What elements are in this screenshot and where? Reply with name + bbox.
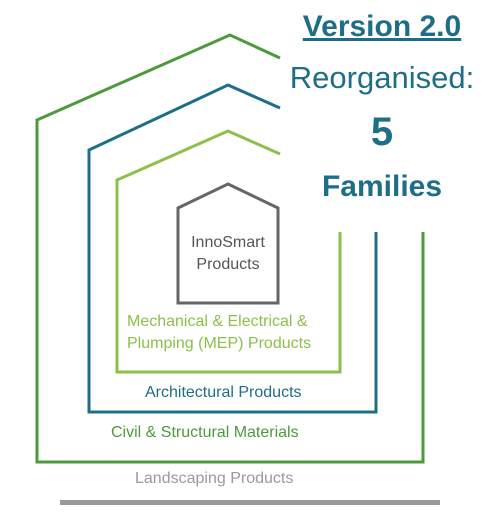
mep-family-label-line1: Mechanical & Electrical & bbox=[127, 313, 308, 330]
mep-house-outline bbox=[115, 129, 342, 374]
core-family-label-line1: InnoSmart bbox=[191, 234, 265, 251]
civil-house-outline bbox=[35, 33, 425, 464]
ground-line bbox=[60, 500, 440, 505]
family-count: 5 bbox=[370, 110, 394, 154]
reorganised-text: Reorganised: bbox=[289, 60, 475, 95]
core-family-label-line2: Products bbox=[196, 256, 260, 273]
landscaping-family-label: Landscaping Products bbox=[135, 470, 294, 487]
architectural-house-outline bbox=[87, 83, 378, 414]
mep-family-label-line2: Plumping (MEP) Products bbox=[127, 335, 312, 352]
families-text: Families bbox=[321, 170, 443, 203]
core-house-outline bbox=[176, 182, 280, 305]
architectural-family-label: Architectural Products bbox=[145, 384, 302, 401]
civil-family-label: Civil & Structural Materials bbox=[111, 424, 299, 441]
version-title: Version 2.0 bbox=[302, 10, 462, 43]
